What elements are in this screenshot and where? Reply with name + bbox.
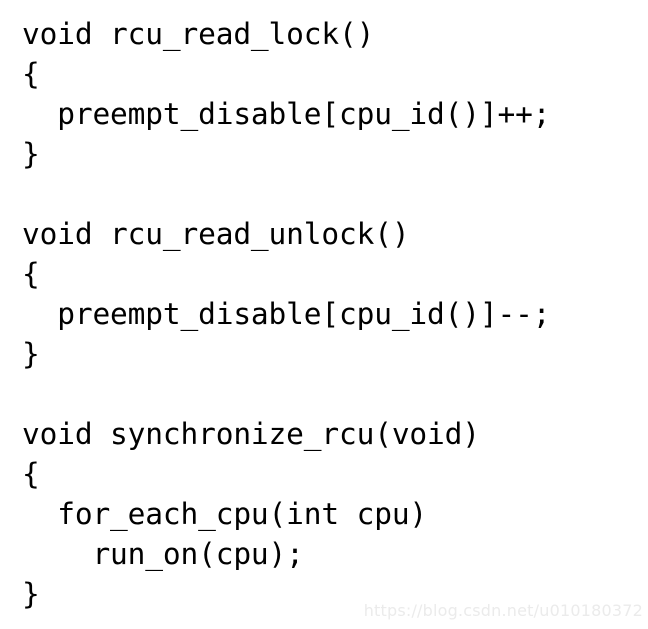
code-line: } <box>22 337 40 371</box>
watermark-text: https://blog.csdn.net/u010180372 <box>363 601 643 620</box>
code-line: for_each_cpu(int cpu) <box>22 497 428 531</box>
code-line: void rcu_read_unlock() <box>22 217 410 251</box>
code-line: { <box>22 457 40 491</box>
code-line: preempt_disable[cpu_id()]++; <box>22 97 551 131</box>
code-line: void rcu_read_lock() <box>22 17 375 51</box>
code-line: { <box>22 57 40 91</box>
code-line: run_on(cpu); <box>22 537 304 571</box>
code-line: void synchronize_rcu(void) <box>22 417 480 451</box>
code-line: preempt_disable[cpu_id()]--; <box>22 297 551 331</box>
code-line: { <box>22 257 40 291</box>
code-line: } <box>22 137 40 171</box>
code-line: } <box>22 577 40 611</box>
